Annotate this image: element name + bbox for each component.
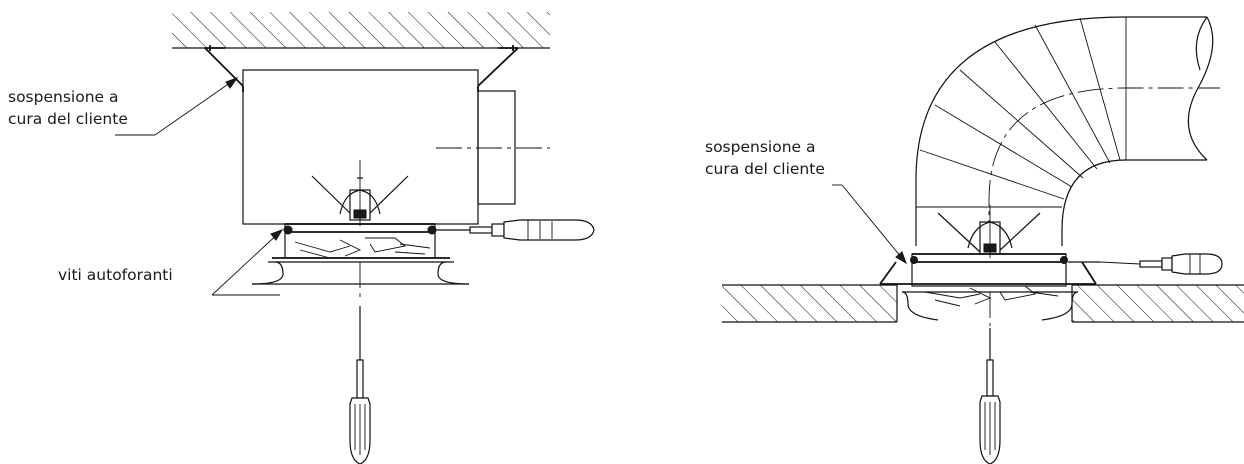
ceiling-slab xyxy=(172,12,550,49)
screwdriver-horizontal-right xyxy=(1068,253,1223,275)
leader-suspension xyxy=(115,76,239,136)
leader-suspension-right xyxy=(832,184,907,265)
label-suspension-left-line2: cura del cliente xyxy=(8,110,128,128)
right-view xyxy=(722,16,1244,464)
screwdriver-horizontal xyxy=(436,219,595,241)
left-view xyxy=(115,12,595,464)
damper-clip xyxy=(311,160,409,226)
label-screws: viti autoforanti xyxy=(58,264,173,286)
diffuser-body-right xyxy=(879,253,1097,326)
diffuser-body xyxy=(251,223,470,300)
label-suspension-left: sospensione a cura del cliente xyxy=(8,86,128,130)
label-suspension-right-line1: sospensione a xyxy=(705,138,816,156)
elbow-duct xyxy=(915,16,1220,246)
screwdriver-vertical-right xyxy=(979,328,1001,464)
suspension-brackets xyxy=(204,45,519,92)
floor-slab xyxy=(722,284,1244,323)
screwdriver-vertical xyxy=(349,306,371,464)
label-suspension-left-line1: sospensione a xyxy=(8,88,119,106)
plenum-box xyxy=(242,69,550,225)
damper-clip-right xyxy=(937,205,1041,258)
leader-screws xyxy=(211,229,284,296)
label-screws-text: viti autoforanti xyxy=(58,266,173,284)
label-suspension-right-line2: cura del cliente xyxy=(705,160,825,178)
label-suspension-right: sospensione a cura del cliente xyxy=(705,136,825,180)
